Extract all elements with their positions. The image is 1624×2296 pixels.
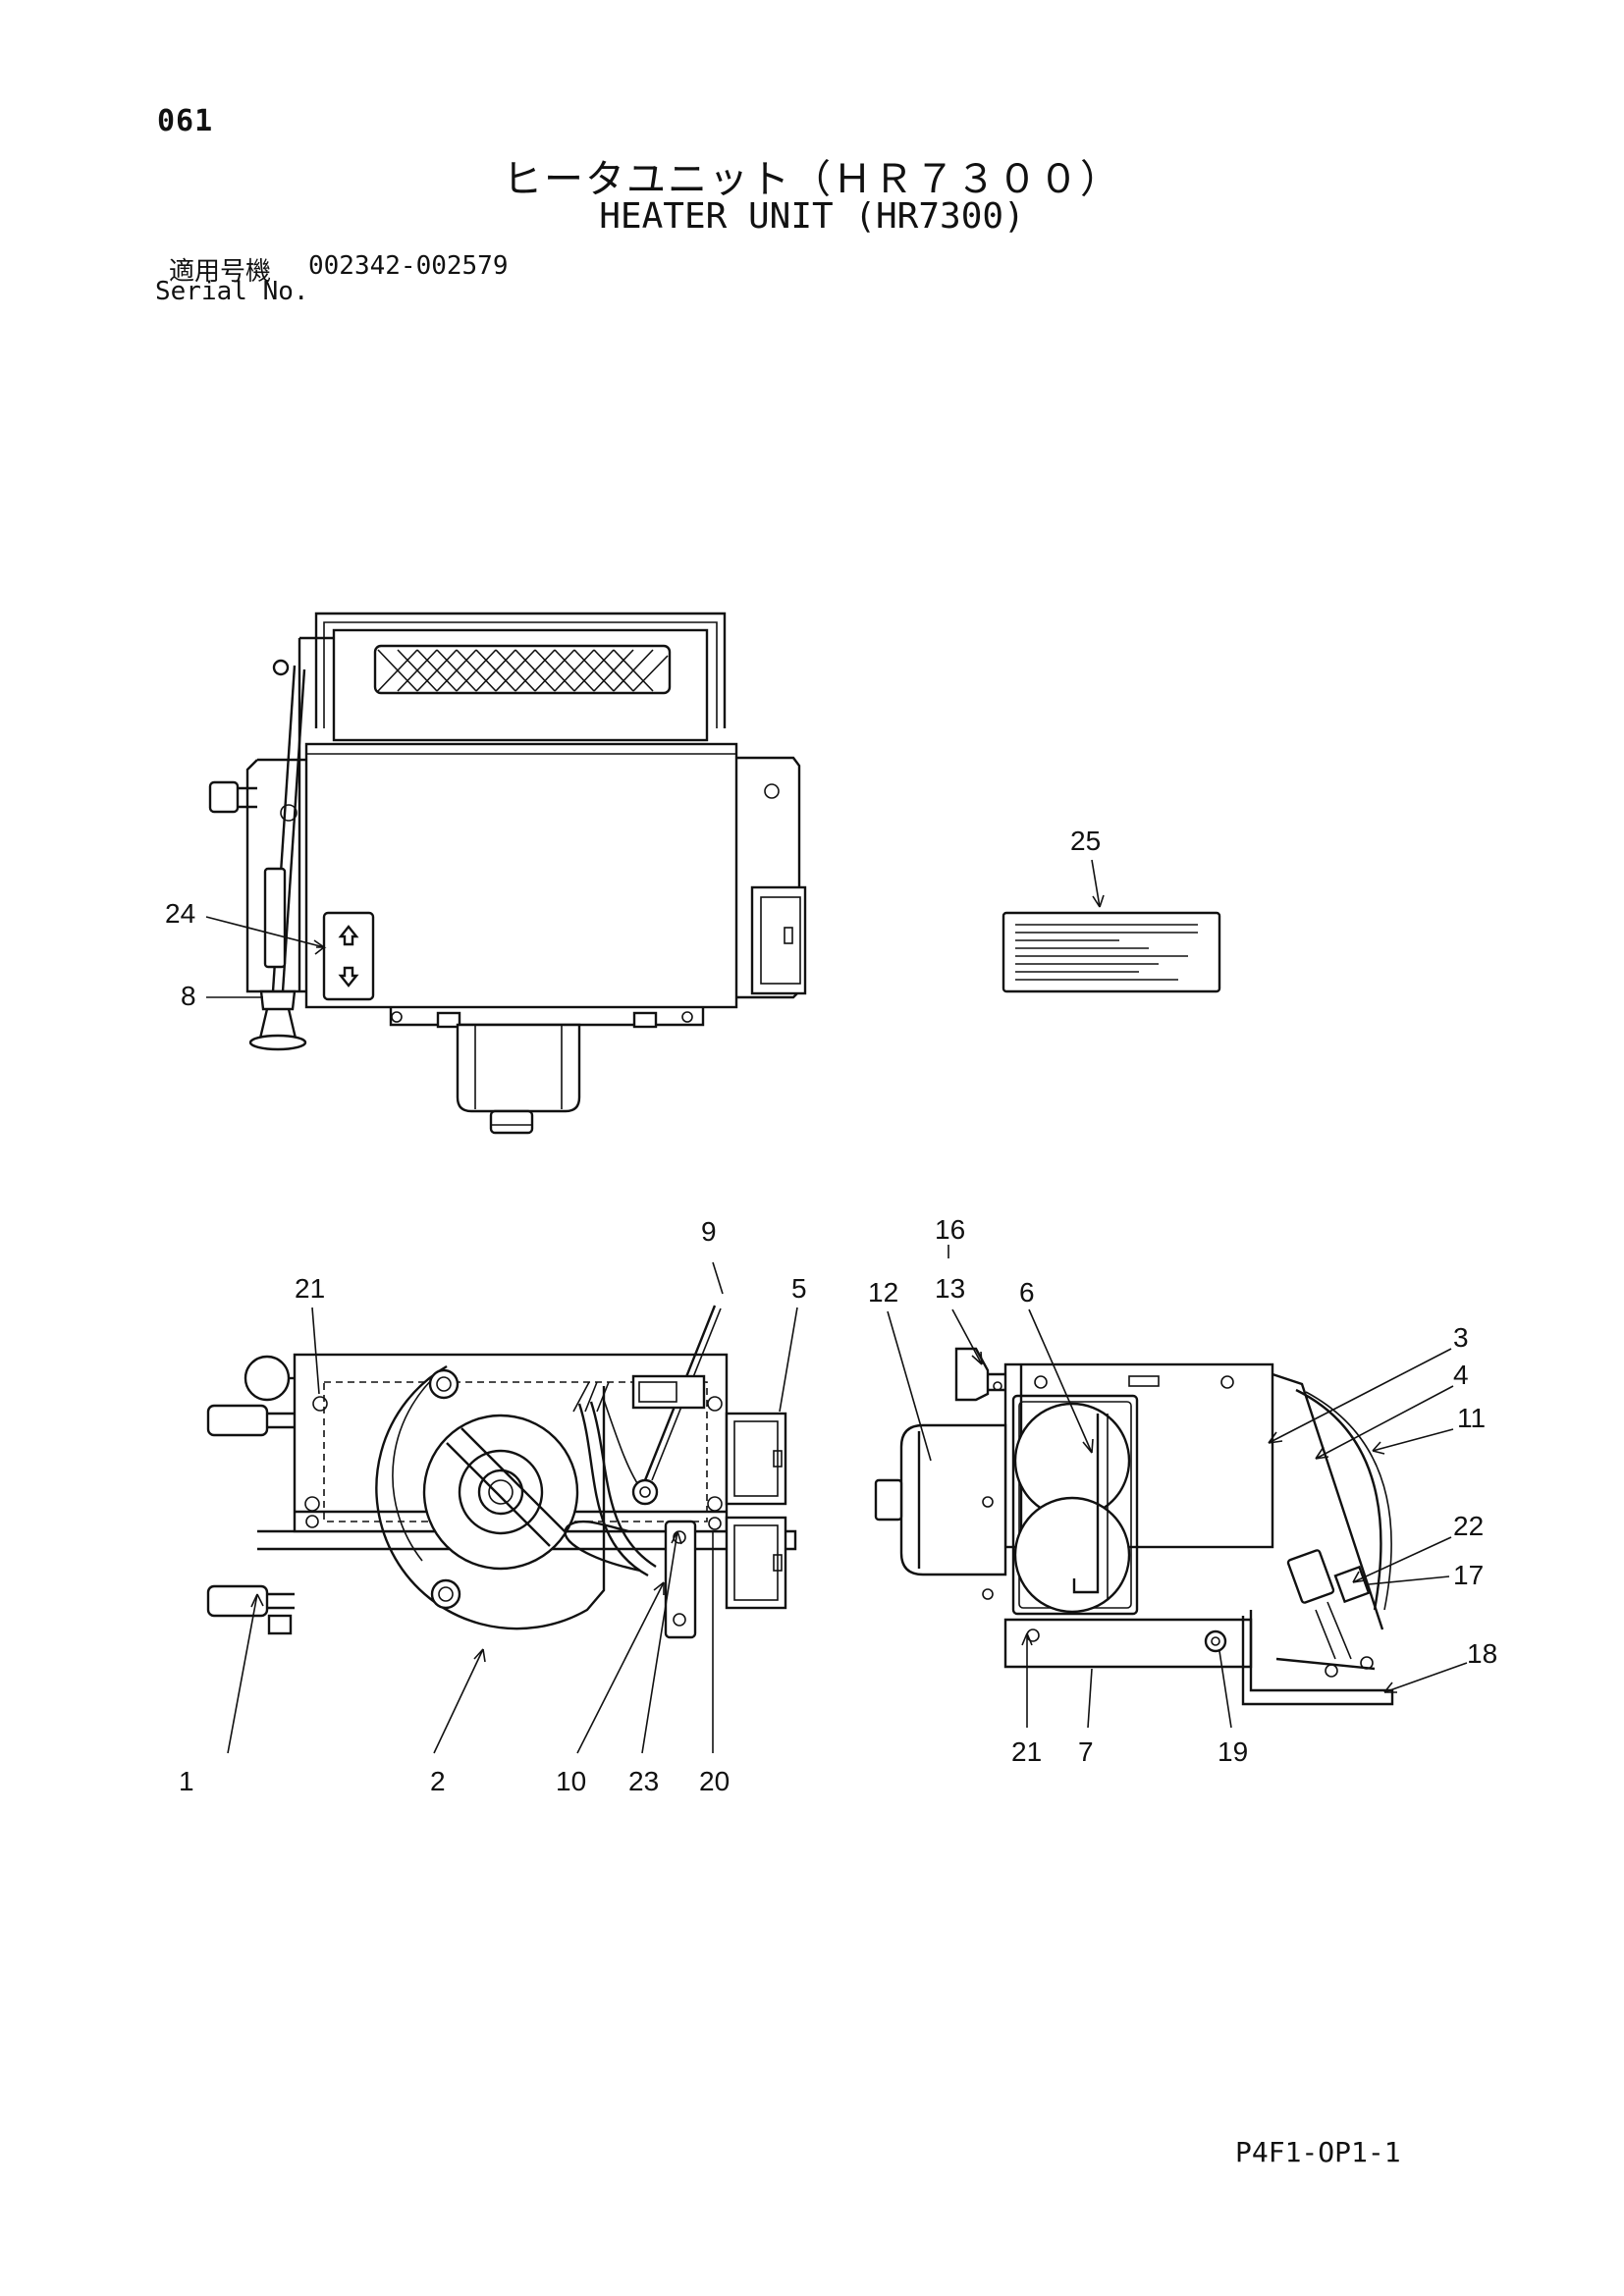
callout-16: 16 [935,1214,965,1245]
callout-17: 17 [1453,1560,1484,1590]
serial-range: 002342-002579 [308,251,509,281]
callout-7: 7 [1078,1736,1094,1767]
callout-13: 13 [935,1273,965,1304]
callout-10: 10 [556,1766,586,1796]
side-view-heater [874,1347,1394,1706]
callout-22: 22 [1453,1511,1484,1541]
title-japanese: ヒータユニット（ＨＲ７３００） [503,157,1121,202]
callout-18: 18 [1467,1638,1497,1669]
drawing-code: P4F1-OP1-1 [1235,2136,1401,2168]
callout-19: 19 [1218,1736,1248,1767]
callout-24: 24 [165,898,195,929]
callout-23: 23 [628,1766,659,1796]
callout-25: 25 [1070,826,1101,856]
callout-8: 8 [181,981,196,1011]
serial-label-japanese: 適用号機 [169,257,272,287]
title-english: HEATER UNIT (HR7300) [599,196,1025,237]
callout-9: 9 [701,1216,717,1247]
callout-4: 4 [1453,1360,1469,1390]
page-number: 061 [157,104,214,138]
top-view-heater [208,612,807,1135]
callout-6: 6 [1019,1277,1035,1308]
callout-20: 20 [699,1766,730,1796]
callout-11: 11 [1457,1403,1486,1433]
callout-21-side: 21 [1011,1736,1042,1767]
callout-1: 1 [179,1766,194,1796]
callout-3: 3 [1453,1322,1469,1353]
callout-2: 2 [430,1766,446,1796]
callout-12: 12 [868,1277,898,1308]
front-view-heater [206,1305,797,1639]
callout-21-front: 21 [295,1273,325,1304]
callout-labels: 24 8 25 9 21 5 1 2 10 23 20 16 13 12 6 3… [165,826,1497,1796]
callout-5: 5 [791,1273,807,1304]
serial-label-english: Serial No. [155,277,309,306]
label-decal-25 [1001,911,1221,993]
leader-lines [205,859,1468,1754]
